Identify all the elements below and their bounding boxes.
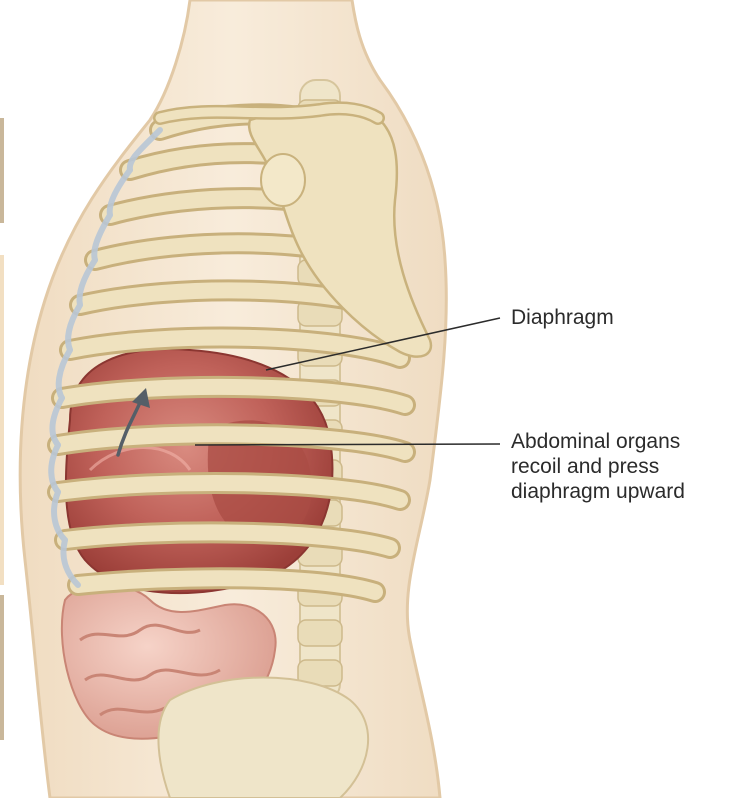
pelvis <box>158 678 368 798</box>
label-abdominal-line1: Abdominal organs <box>511 429 685 454</box>
abdominal-leader-line <box>195 444 500 445</box>
label-diaphragm: Diaphragm <box>511 305 614 330</box>
label-abdominal-line3: diaphragm upward <box>511 479 685 504</box>
label-abdominal-organs: Abdominal organs recoil and press diaphr… <box>511 429 685 504</box>
humeral-head <box>261 154 305 206</box>
label-abdominal-line2: recoil and press <box>511 454 685 479</box>
